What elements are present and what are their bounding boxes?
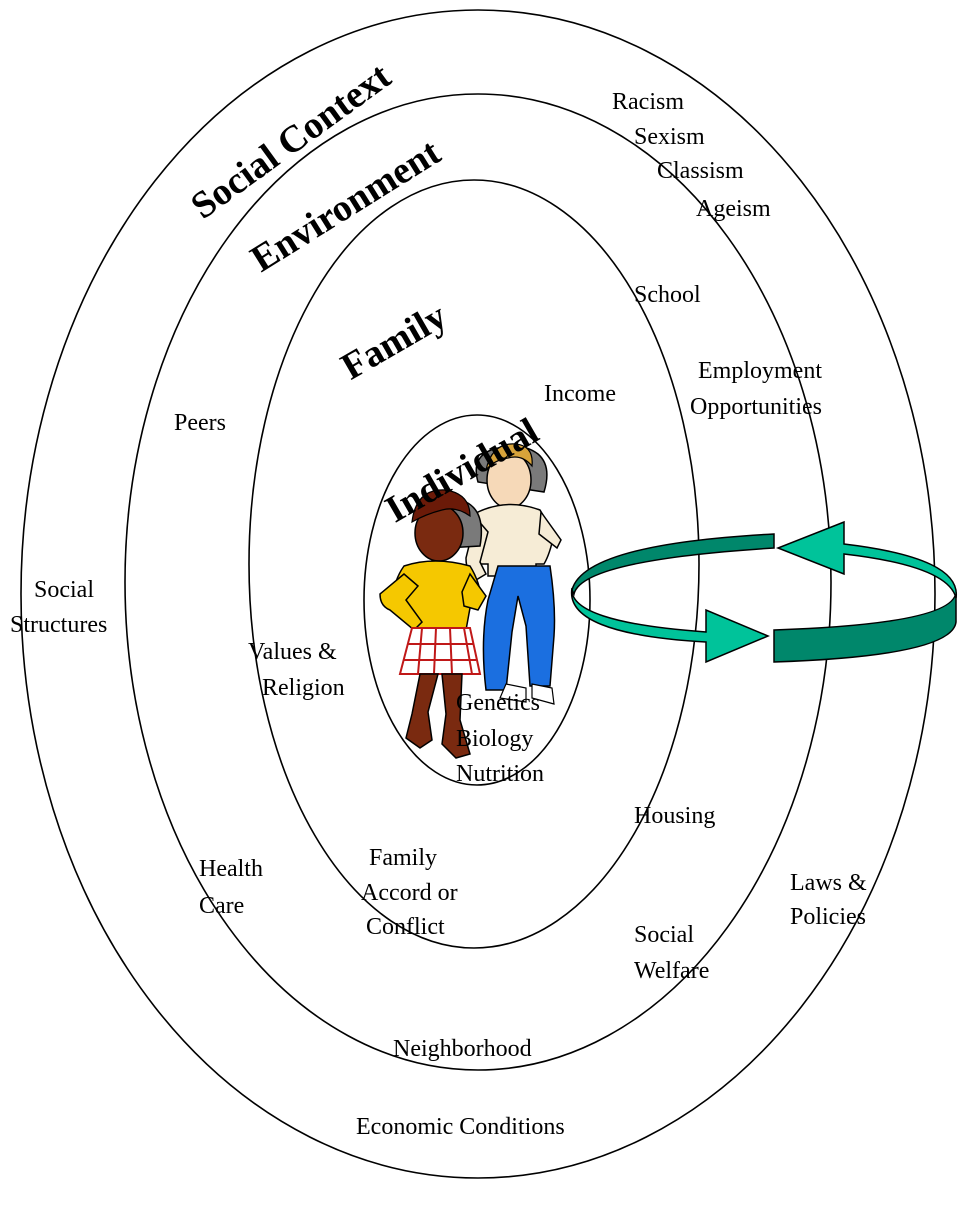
- label-health-care-line1: Health: [199, 856, 263, 882]
- label-laws-line2: Policies: [790, 904, 866, 930]
- ring-individual: [363, 414, 591, 786]
- label-ageism: Ageism: [696, 196, 771, 222]
- arrow-front-band: [773, 591, 957, 663]
- arrow-back-band: [571, 533, 775, 597]
- label-peers: Peers: [174, 410, 226, 436]
- label-housing: Housing: [634, 803, 715, 829]
- label-family-accord-line1: Family: [369, 845, 437, 871]
- title-family: Family: [334, 295, 454, 388]
- ring-family: [248, 179, 700, 949]
- label-employment-line1: Employment: [698, 358, 822, 384]
- label-family-accord-line2: Accord or: [361, 880, 458, 906]
- label-laws-line1: Laws &: [790, 870, 867, 896]
- label-racism: Racism: [612, 89, 684, 115]
- arrow-right-head: [570, 587, 770, 664]
- label-neighborhood: Neighborhood: [393, 1036, 532, 1062]
- label-income: Income: [544, 381, 616, 407]
- boy-figure: [465, 443, 562, 705]
- label-social-structures-line1: Social: [34, 577, 94, 603]
- label-nutrition: Nutrition: [456, 761, 544, 787]
- label-employment-line2: Opportunities: [690, 394, 822, 420]
- label-values-line1: Values &: [248, 639, 337, 665]
- label-genetics: Genetics: [456, 690, 540, 716]
- label-social-welfare-line1: Social: [634, 922, 694, 948]
- label-biology: Biology: [456, 726, 533, 752]
- label-classism: Classism: [657, 158, 744, 184]
- girl-figure: [379, 489, 487, 759]
- cycle-arrows: [570, 520, 957, 664]
- children-illustration: [379, 443, 562, 759]
- label-values-line2: Religion: [262, 675, 345, 701]
- label-school: School: [634, 282, 701, 308]
- label-economic-conditions: Economic Conditions: [356, 1114, 565, 1140]
- label-sexism: Sexism: [634, 124, 705, 150]
- label-social-welfare-line2: Welfare: [634, 958, 709, 984]
- arrow-left-head: [775, 520, 957, 599]
- label-family-accord-line3: Conflict: [366, 914, 445, 940]
- label-health-care-line2: Care: [199, 893, 244, 919]
- ring-social-context: [20, 9, 936, 1179]
- label-social-structures-line2: Structures: [10, 612, 107, 638]
- ring-environment: [124, 93, 832, 1071]
